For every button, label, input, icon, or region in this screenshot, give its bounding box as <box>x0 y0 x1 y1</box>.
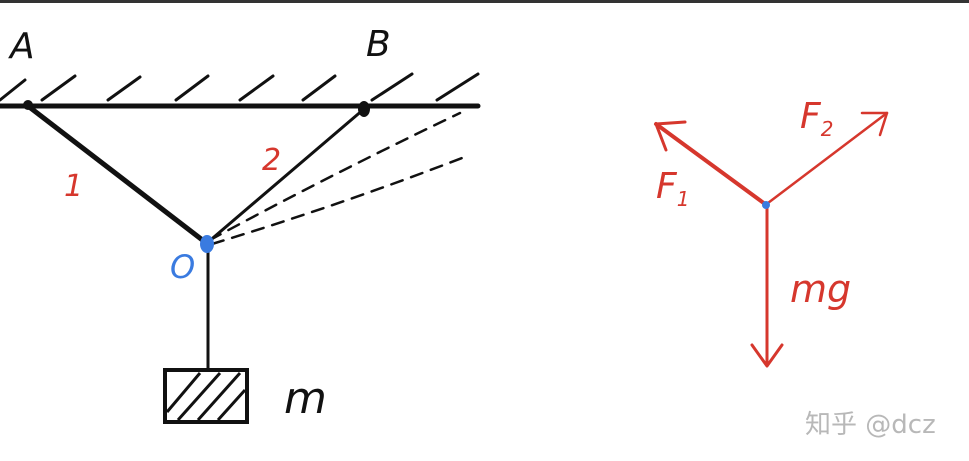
label-b: B <box>366 24 391 65</box>
label-rope-2: 2 <box>262 143 281 178</box>
label-weight: mg <box>790 267 851 311</box>
force-f2-arrowhead <box>860 111 889 137</box>
top-bar <box>0 0 969 3</box>
force-origin-dot <box>762 201 770 209</box>
label-f2: F2 <box>800 96 833 141</box>
force-diagram <box>654 111 889 368</box>
rope-2 <box>205 107 366 245</box>
force-mg-arrowhead <box>750 343 784 368</box>
point-a-dot <box>23 100 33 110</box>
mass-hatching <box>165 372 247 422</box>
label-rope-1: 1 <box>64 169 83 204</box>
force-f1-arrowhead <box>654 120 687 152</box>
label-a: A <box>8 26 35 67</box>
force-f1-arrow <box>654 122 767 206</box>
ceiling-hatching <box>0 72 480 102</box>
label-o: O <box>170 248 195 286</box>
point-b-dot <box>358 101 370 117</box>
ceiling <box>0 72 481 109</box>
mass-block <box>163 368 249 424</box>
watermark: 知乎 @dcz <box>805 410 936 440</box>
rope-1 <box>25 103 208 245</box>
dashed-positions <box>208 111 464 246</box>
dashed-line-1 <box>208 111 462 242</box>
label-f1: F1 <box>656 166 689 211</box>
label-mass: m <box>284 373 327 424</box>
force-f2-arrow <box>766 111 889 205</box>
dashed-line-2 <box>210 156 464 246</box>
point-o-dot <box>200 235 214 253</box>
